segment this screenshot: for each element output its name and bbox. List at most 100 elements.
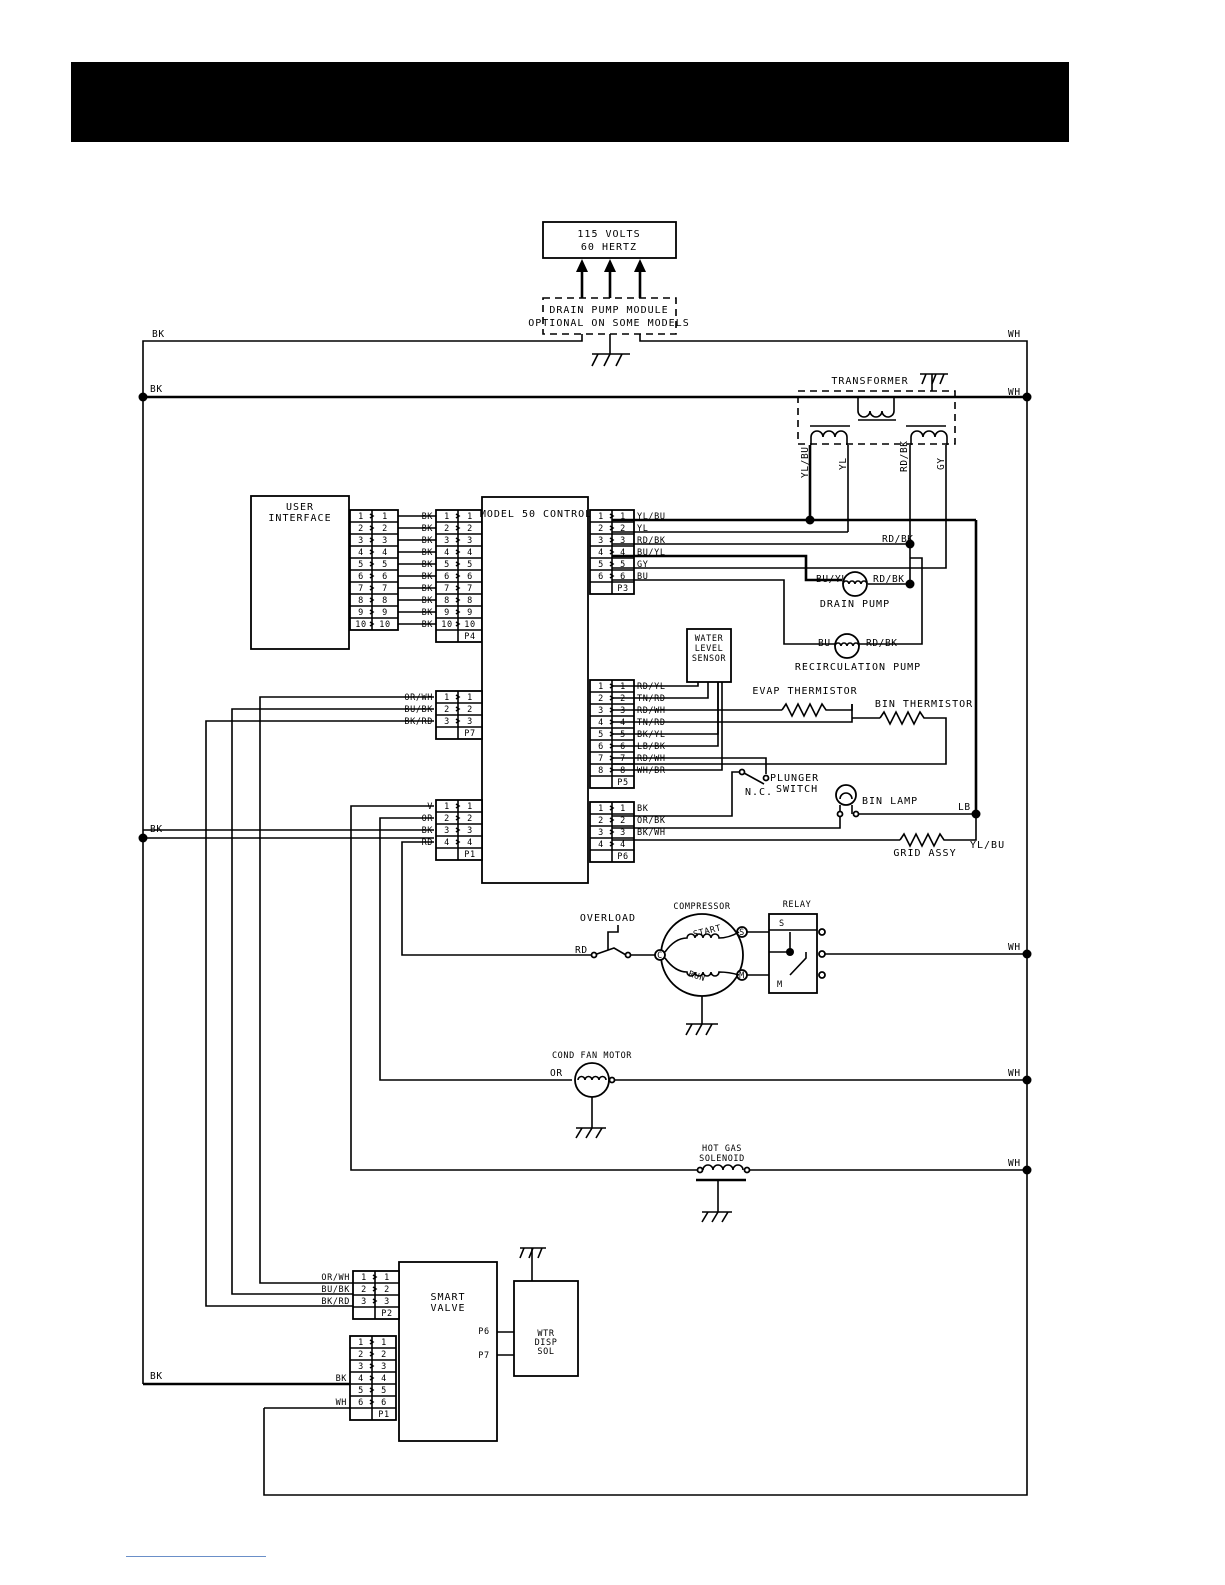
pin-number: 1 (444, 693, 450, 703)
pin-number: 4 (381, 1374, 387, 1384)
hot-gas-label1: HOT GAS (702, 1144, 742, 1154)
pin-number: 1 (444, 802, 450, 812)
wire-label: BK/WH (637, 828, 666, 838)
pin-number: 3 (361, 1297, 367, 1307)
pin-number: 8 (382, 596, 388, 606)
wire-label: GY (637, 560, 648, 570)
comp-term-m: M (739, 971, 745, 981)
wire-label: WH/BR (637, 766, 666, 776)
pin-number: 3 (358, 1362, 364, 1372)
evap-thermistor-label: EVAP THERMISTOR (752, 686, 857, 697)
pin-number: 6 (444, 572, 450, 582)
wire-yl-bu-t: YL/BU (800, 446, 811, 478)
plunger-switch-icon (738, 768, 770, 785)
smart-valve: SMART VALVE P6 P7 (398, 1261, 525, 1442)
junction (1022, 1165, 1032, 1175)
pin-number: 4 (444, 838, 450, 848)
pin-number: 3 (598, 536, 604, 546)
pin-number: 1 (467, 512, 473, 522)
pin-number: 7 (444, 584, 450, 594)
pin-number: 1 (444, 512, 450, 522)
transformer: TRANSFORMER (797, 376, 956, 445)
pin-number: 5 (598, 560, 604, 570)
wls-label1: WATER (695, 634, 724, 644)
relay-term-m: M (777, 980, 783, 990)
wire-yl-t: YL (838, 457, 849, 470)
wire-label: BU/BK (321, 1285, 350, 1295)
wire-label: OR/WH (321, 1273, 350, 1283)
wire-label: LB/BK (637, 742, 666, 752)
pin-number: 3 (620, 536, 626, 546)
pin-number: 7 (598, 754, 604, 764)
wire-label: BK/YL (637, 730, 666, 740)
junction (905, 539, 915, 549)
pin-number: 4 (467, 548, 473, 558)
grid-assy-label: GRID ASSY (893, 848, 956, 859)
module-ground-icon (591, 334, 630, 367)
pin-number: 2 (444, 705, 450, 715)
transformer-label: TRANSFORMER (831, 376, 908, 387)
connector-name: P2 (381, 1309, 392, 1319)
pin-number: 1 (598, 512, 604, 522)
pin-number: 6 (598, 742, 604, 752)
junction (1022, 392, 1032, 402)
junction (905, 579, 915, 589)
drain-pump-motor-icon (842, 571, 868, 597)
pin-number: 2 (358, 524, 364, 534)
connector-name: P6 (617, 852, 628, 862)
control-label: MODEL 50 CONTROL (480, 509, 592, 520)
wtr-disp-sol: WTR DISP SOL (513, 1280, 579, 1377)
recirculation-pump-motor-icon (834, 633, 860, 659)
pin-number: 1 (382, 512, 388, 522)
wire-label: BK (422, 608, 434, 618)
pin-number: 2 (467, 814, 473, 824)
ui-label2: INTERFACE (268, 513, 331, 524)
wire-or-fan: OR (550, 1068, 563, 1079)
pin-number: 8 (358, 596, 364, 606)
pin-number: 3 (467, 717, 473, 727)
pin-number: 10 (355, 620, 366, 630)
wire-label: BK/RD (321, 1297, 350, 1307)
connector-name: P1 (378, 1410, 389, 1420)
pin-number: 1 (620, 682, 626, 692)
pin-number: 4 (598, 718, 604, 728)
junction (1022, 1075, 1032, 1085)
header-banner (71, 62, 1069, 142)
pin-number: 4 (598, 840, 604, 850)
wls-label3: SENSOR (692, 654, 727, 664)
drain-pump-module: DRAIN PUMP MODULE OPTIONAL ON SOME MODEL… (528, 297, 689, 335)
bin-thermistor-label: BIN THERMISTOR (875, 699, 973, 710)
pin-number: 3 (382, 536, 388, 546)
wire-label: BK (336, 1374, 348, 1384)
sv-label2: VALVE (430, 1303, 465, 1314)
power-arrows (576, 259, 646, 298)
wire-label: BK (422, 596, 434, 606)
pin-number: 2 (598, 694, 604, 704)
hot-gas-label2: SOLENOID (699, 1154, 745, 1164)
pin-number: 3 (444, 717, 450, 727)
hot-gas-solenoid-icon (696, 1164, 1027, 1223)
wire-label: RD (422, 838, 433, 848)
wire-gy-t: GY (936, 457, 947, 470)
wire-wh-fan: WH (1008, 1068, 1021, 1079)
wtr-ground-icon (519, 1247, 546, 1281)
pin-number: 2 (467, 524, 473, 534)
wire-label: V (427, 802, 433, 812)
wire-label: YL (637, 524, 648, 534)
pin-number: 2 (382, 524, 388, 534)
pin-number: 9 (382, 608, 388, 618)
wire-label: BU/YL (637, 548, 666, 558)
pin-number: 5 (381, 1386, 387, 1396)
wire-label: BK (422, 572, 434, 582)
pin-number: 2 (598, 816, 604, 826)
pin-number: 1 (598, 682, 604, 692)
wire-label: OR/BK (637, 816, 666, 826)
wire-label: YL/BU (637, 512, 666, 522)
pin-number: 3 (620, 706, 626, 716)
wire-label: TN/RD (637, 718, 666, 728)
wire-label: BK/RD (404, 717, 433, 727)
